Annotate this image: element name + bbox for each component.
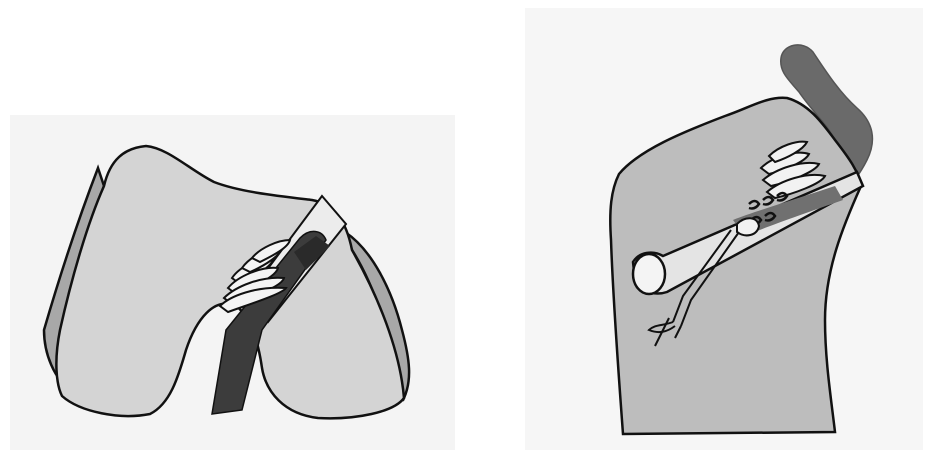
lateral-femur-illustration (463, 0, 927, 453)
right-panel-lateral-view (463, 0, 927, 453)
tunnel-opening (633, 254, 665, 294)
screw-head (737, 218, 759, 235)
anterior-femur-illustration (0, 0, 463, 453)
left-panel-anterior-view (0, 0, 463, 453)
